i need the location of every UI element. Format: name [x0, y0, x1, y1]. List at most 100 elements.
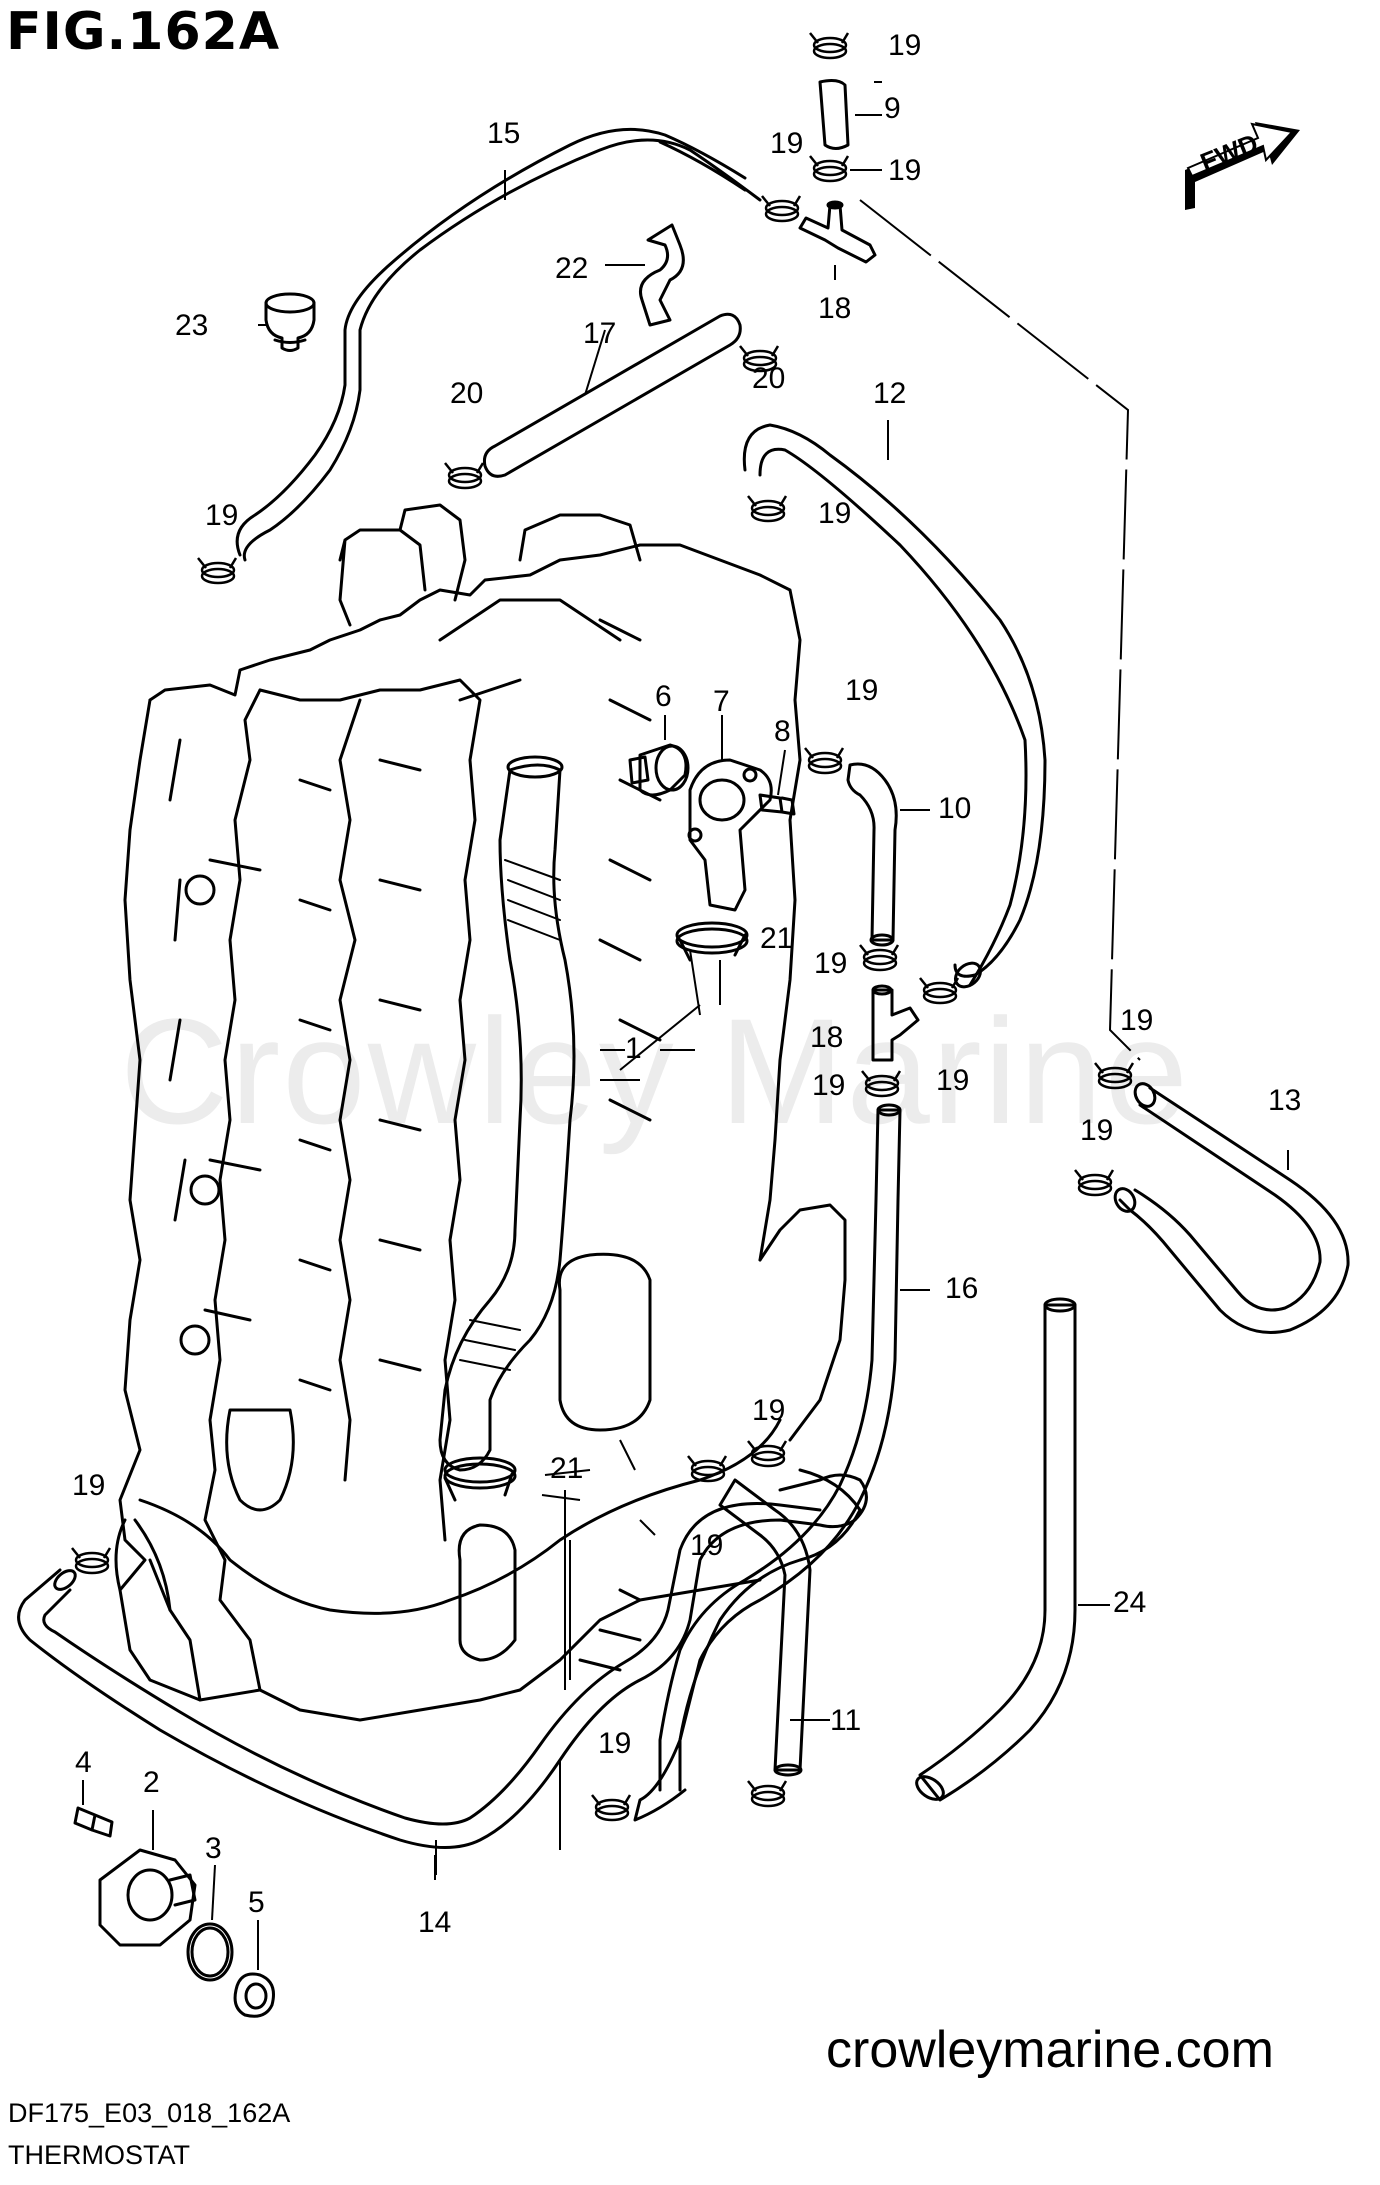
- callout-20-b: 20: [752, 362, 785, 395]
- fitting-18-upper: [798, 200, 877, 264]
- thermostat-6: [628, 743, 690, 797]
- hose-clamp-band-2: [812, 165, 848, 183]
- hose-clamp-band-11: [864, 1080, 900, 1098]
- callout-24: 24: [1113, 1586, 1146, 1619]
- callout-9: 9: [884, 92, 901, 125]
- callout-8: 8: [774, 715, 791, 748]
- callout-19-d: 19: [205, 499, 238, 532]
- hose-clamp-band-4: [200, 567, 236, 585]
- hose-clamp-17: [594, 1798, 630, 1816]
- callout-13: 13: [1268, 1084, 1301, 1117]
- hose-clamp-tabs-15: [687, 1455, 728, 1467]
- hose-clamp-band-1: [812, 42, 848, 60]
- hose-clamp-tabs-1: [809, 32, 850, 44]
- hose-clamp-tabs-3: [761, 195, 802, 207]
- hose-clamp-band-5: [750, 505, 786, 523]
- hose-clamp-band-17: [594, 1804, 630, 1822]
- hose-clamp-band-16: [750, 1450, 786, 1468]
- callout-20-a: 20: [450, 377, 483, 410]
- hose-24: [915, 1297, 1077, 1802]
- hose-12: [742, 423, 1047, 989]
- hose-clamp-11: [864, 1074, 900, 1092]
- hose-clamp-1: [812, 36, 848, 54]
- hose-clamp-13: [1077, 1173, 1113, 1191]
- hose-clamp-tabs-11: [861, 1070, 902, 1082]
- hose-clamp-7: [447, 466, 483, 484]
- callout-2: 2: [143, 1766, 160, 1799]
- callout-22: 22: [555, 252, 588, 285]
- clamp-21-lower: [443, 1456, 517, 1502]
- callout-16: 16: [945, 1272, 978, 1305]
- callout-19-f: 19: [845, 674, 878, 707]
- hose-clamp-tabs-13: [1074, 1169, 1115, 1181]
- callout-21-a: 21: [760, 922, 793, 955]
- hose-11: [718, 1478, 812, 1777]
- website-url: crowleymarine.com: [826, 2021, 1274, 2079]
- callout-19-k: 19: [1080, 1114, 1113, 1147]
- bolt-8: [758, 793, 796, 816]
- hose-clamp-band-8: [807, 757, 843, 775]
- bolt-4: [73, 1806, 114, 1838]
- hose-clamp-18: [750, 1784, 786, 1802]
- clip-22: [639, 223, 685, 327]
- hose-clamp-6: [742, 349, 778, 367]
- hose-clamp-band-3: [764, 205, 800, 223]
- hose-10: [846, 762, 898, 947]
- hose-clamp-8: [807, 751, 843, 769]
- thermostat-cover-7: [687, 758, 773, 912]
- hose-9: [818, 79, 850, 150]
- hose-clamp-tabs-12: [1094, 1062, 1135, 1074]
- hose-clamp-5: [750, 499, 786, 517]
- fitting-18-lower: [871, 984, 920, 1062]
- hose-1: [438, 755, 576, 1472]
- diagram-caption: THERMOSTAT: [8, 2140, 190, 2170]
- callout-14: 14: [418, 1906, 451, 1939]
- callout-19-l: 19: [72, 1469, 105, 1502]
- callout-4: 4: [75, 1746, 92, 1779]
- hose-clamp-band-18: [750, 1790, 786, 1808]
- hose-13: [1113, 1082, 1350, 1334]
- leader-lines: [82, 81, 1289, 1970]
- callout-18-lower: 18: [810, 1021, 843, 1054]
- hose-clamp-tabs-6: [739, 345, 780, 357]
- o-ring-3: [186, 1922, 234, 1982]
- hose-clamp-2: [812, 159, 848, 177]
- callout-19-j: 19: [1120, 1004, 1153, 1037]
- grommet-23: [264, 292, 316, 352]
- hose-clamps: [71, 32, 1135, 1822]
- hose-clamp-tabs-2: [809, 155, 850, 167]
- callout-11: 11: [830, 1704, 861, 1737]
- diagram-code: DF175_E03_018_162A: [8, 2098, 291, 2128]
- callout-21-b: 21: [550, 1452, 583, 1485]
- hose-clamp-tabs-17: [591, 1794, 632, 1806]
- hose-clamp-3: [764, 199, 800, 217]
- hose-clamp-tabs-9: [859, 944, 900, 956]
- callout-3: 3: [205, 1832, 222, 1865]
- hose-15: [242, 138, 762, 562]
- hose-clamp-tabs-16: [747, 1440, 788, 1452]
- fwd-arrow-icon: FWD: [1185, 122, 1300, 210]
- callout-1: 1: [625, 1032, 642, 1065]
- hose-clamp-band-14: [74, 1557, 110, 1575]
- figure-title: FIG.162A: [6, 2, 281, 62]
- callout-19-b: 19: [888, 154, 921, 187]
- hose-clamp-tabs-18: [747, 1780, 788, 1792]
- callout-7: 7: [713, 685, 730, 718]
- hose-clamp-band-13: [1077, 1179, 1113, 1197]
- callout-15: 15: [487, 117, 520, 150]
- engine-block: [114, 503, 847, 1722]
- callout-labels: 1 2 3 4 5 6 7 8 9 10 11 12 13 14 15 16 1…: [72, 29, 1301, 1939]
- hose-clamp-tabs-4: [197, 557, 238, 569]
- callout-23: 23: [175, 309, 208, 342]
- hose-clamp-tabs-7: [444, 462, 485, 474]
- hose-clamp-tabs-8: [804, 747, 845, 759]
- hose-clamp-band-15: [690, 1465, 726, 1483]
- hose-clamp-band-12: [1097, 1072, 1133, 1090]
- callout-19-c: 19: [770, 127, 803, 160]
- callout-19-e: 19: [818, 497, 851, 530]
- clamp-21-upper: [675, 921, 749, 962]
- hose-clamp-10: [922, 981, 958, 999]
- callout-19-m: 19: [752, 1394, 785, 1427]
- fitting-5: [233, 1972, 275, 2018]
